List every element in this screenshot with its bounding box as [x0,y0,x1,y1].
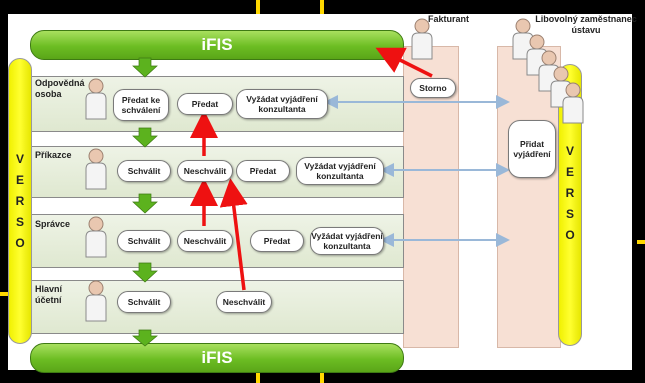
lane-label-prikazce: Příkazce [35,150,72,160]
verso-letter: S [565,207,574,221]
verso-letter: O [565,228,575,242]
verso-letter: S [15,215,24,229]
predat-ke-schvaleni-button[interactable]: Předat ke schválení [113,89,169,121]
predat-button-3[interactable]: Předat [250,230,304,252]
green-down-arrows [132,57,158,347]
border-marker [0,292,8,296]
schvalit-button-3[interactable]: Schválit [117,230,171,252]
predat-button-2[interactable]: Předat [236,160,290,182]
neschvalit-button-2[interactable]: Neschválit [177,160,233,182]
vyzadat-vyjadreni-button-1[interactable]: Vyžádat vyjádření konzultanta [236,89,328,119]
verso-letter: V [15,152,24,166]
verso-letter: R [15,194,25,208]
border-marker [256,0,260,14]
verso-letter: V [565,144,574,158]
ifis-bottom-label: iFIS [201,348,233,367]
person-icon [410,18,434,65]
pridat-vyjadreni-button[interactable]: Přidat vyjádření [508,120,556,178]
ifis-top-label: iFIS [201,35,233,54]
ifis-bottom-bar: iFIS [30,343,404,373]
lane-label-odpovedna-osoba: Odpovědná osoba [35,78,85,99]
storno-button[interactable]: Storno [410,78,456,98]
schvalit-button-4[interactable]: Schválit [117,291,171,313]
red-arrow [375,47,433,78]
verso-letter: E [565,165,574,179]
neschvalit-button-4[interactable]: Neschválit [216,291,272,313]
lane-label-spravce: Správce [35,219,71,229]
actor-label-fakturant: Fakturant [428,14,470,24]
verso-letter: R [565,186,575,200]
schvalit-button-2[interactable]: Schválit [117,160,171,182]
person-icon [84,148,108,195]
predat-button-1[interactable]: Předat [177,93,233,115]
border-marker [256,370,260,383]
verso-letter: O [15,236,25,250]
vyzadat-vyjadreni-button-3[interactable]: Vyžádat vyjádření konzultanta [310,227,384,255]
lane-label-hlavni-ucetni: Hlavní účetní [35,284,63,305]
vyzadat-vyjadreni-button-2[interactable]: Vyžádat vyjádření konzultanta [296,157,384,185]
border-marker [637,240,645,244]
ifis-top-bar: iFIS [30,30,404,60]
red-arrow [219,178,248,291]
person-icon [84,78,108,125]
neschvalit-button-3[interactable]: Neschválit [177,230,233,252]
actor-label-employee: Libovolný zaměstnanec ústavu [535,14,637,35]
verso-letter: E [15,173,24,187]
border-marker [320,0,324,14]
person-icon [84,280,108,327]
person-icon [84,216,108,263]
person-icon [561,82,585,129]
border-marker [320,370,324,383]
